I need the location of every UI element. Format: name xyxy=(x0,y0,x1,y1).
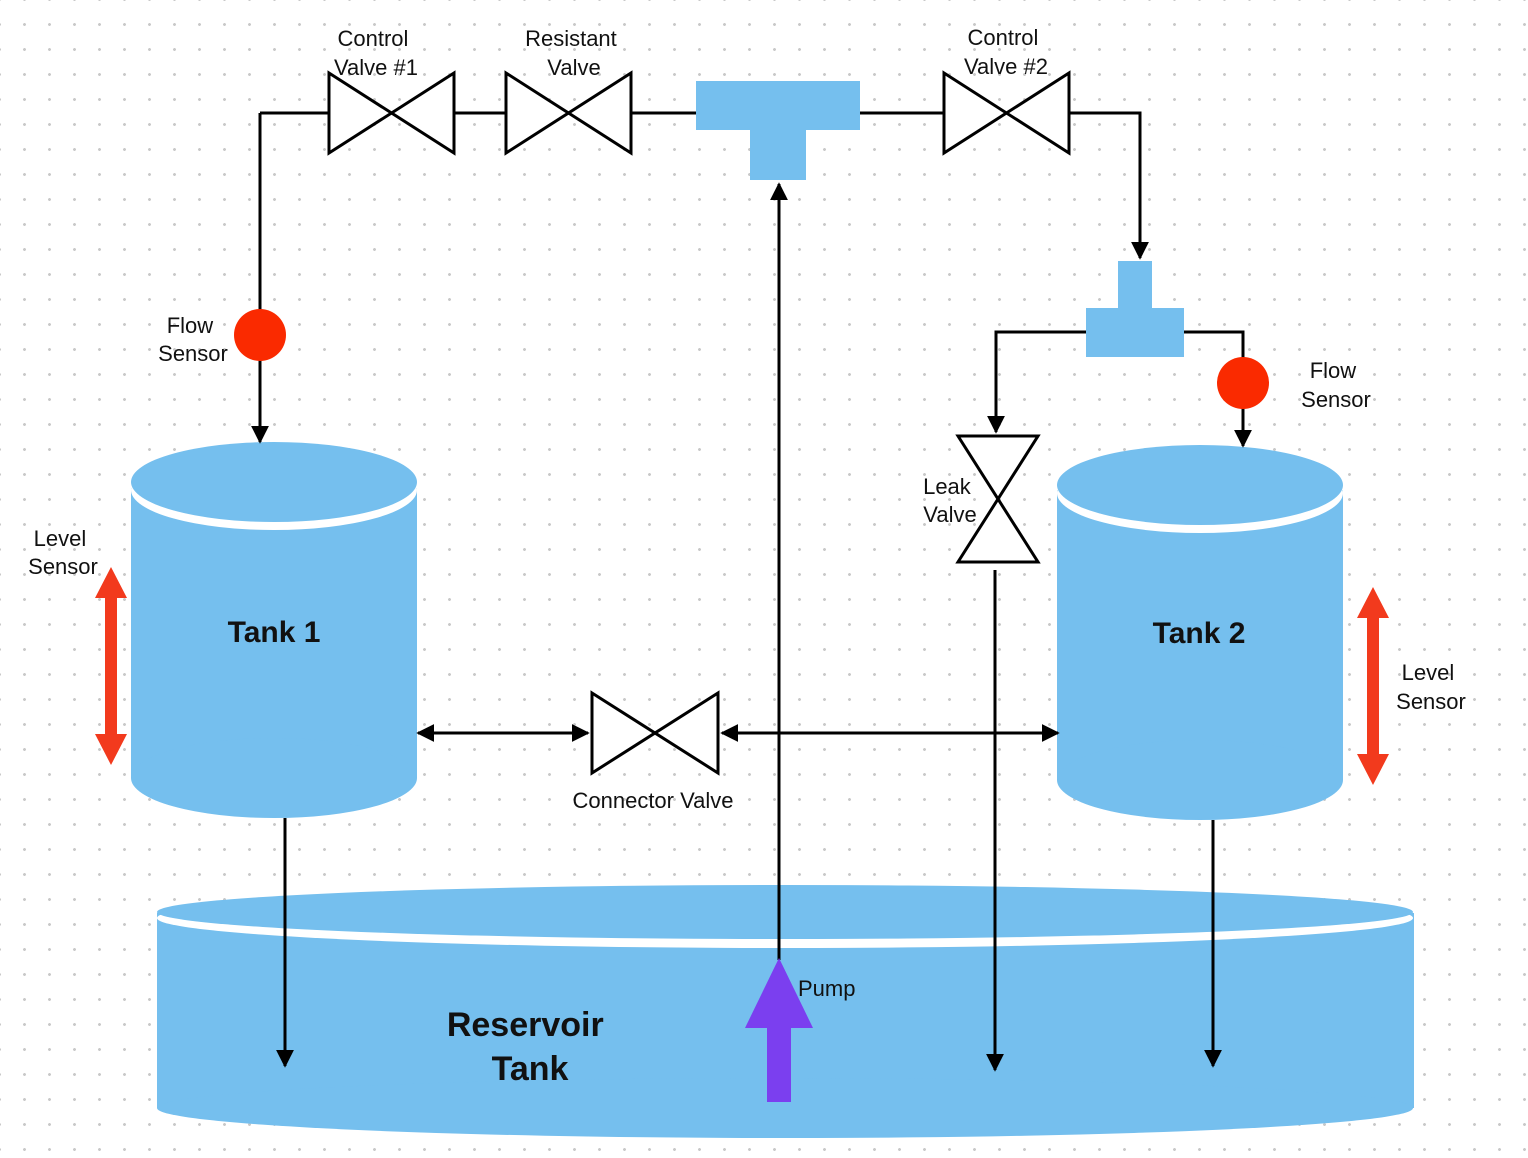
flow-sensor-left xyxy=(234,309,286,361)
control-valve-1-label: Control Valve #1 xyxy=(334,26,418,80)
leak-valve[interactable] xyxy=(955,434,1041,564)
control-valve-2-label: Control Valve #2 xyxy=(964,25,1048,79)
flow-sensor-right-label: Flow Sensor xyxy=(1301,358,1371,412)
resistant-valve-label: Resistant Valve xyxy=(525,26,623,80)
level-sensor-right-label: Level Sensor xyxy=(1396,660,1466,714)
connector-valve[interactable] xyxy=(590,690,720,776)
pipes xyxy=(251,111,1252,1072)
control-valve-1[interactable] xyxy=(327,70,456,156)
level-sensor-left-arrow xyxy=(95,567,127,765)
tank-1-title: Tank 1 xyxy=(228,616,321,649)
control-valve-2[interactable] xyxy=(942,70,1071,156)
top-t-junction xyxy=(696,81,860,180)
level-sensor-right-arrow xyxy=(1357,587,1389,785)
tank-1 xyxy=(131,442,417,818)
flow-sensor-right xyxy=(1217,357,1269,409)
right-t-junction xyxy=(1086,261,1184,357)
tank-2-title: Tank 2 xyxy=(1153,617,1246,650)
level-sensor-left-label: Level Sensor xyxy=(28,526,98,579)
resistant-valve[interactable] xyxy=(504,70,633,156)
leak-valve-label: Leak Valve xyxy=(923,474,977,527)
reservoir-tank xyxy=(157,885,1414,1138)
pump-label: Pump xyxy=(798,976,855,1001)
tank-2 xyxy=(1057,445,1343,820)
reservoir-tank-title: Reservoir Tank xyxy=(447,1006,613,1088)
pump-icon[interactable] xyxy=(745,958,813,1102)
flow-sensor-left-label: Flow Sensor xyxy=(158,313,228,366)
connector-valve-label: Connector Valve xyxy=(572,788,733,813)
